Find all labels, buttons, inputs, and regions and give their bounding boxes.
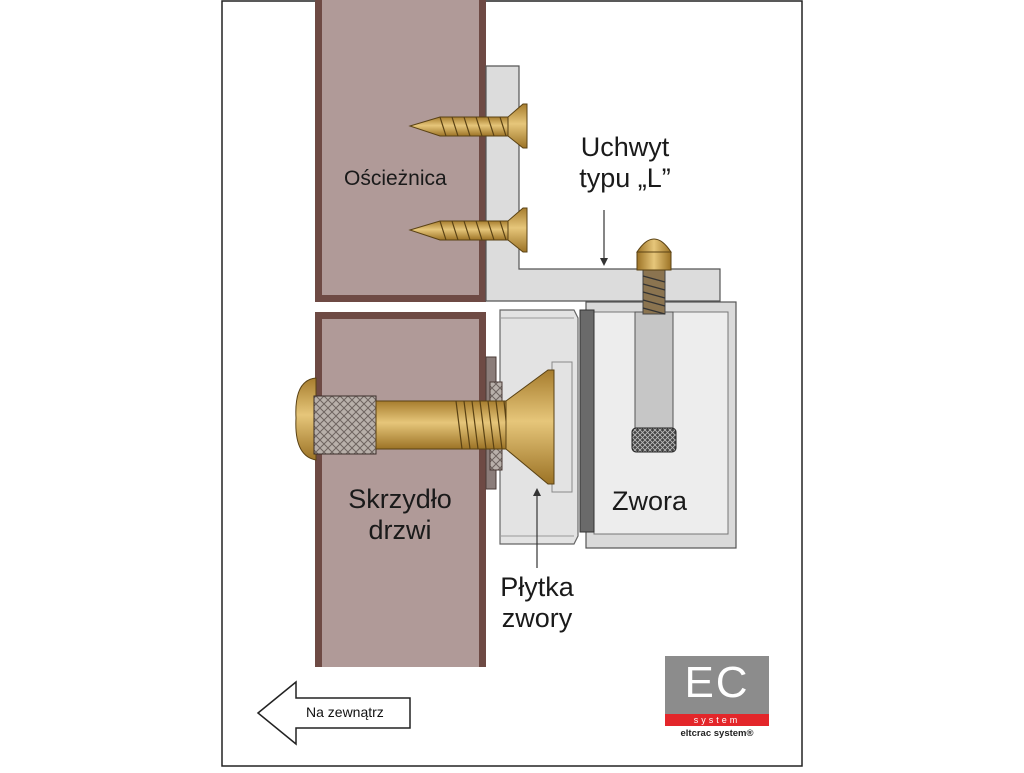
door-label-line2: drzwi: [368, 515, 432, 546]
frame-screw-bottom: [408, 207, 528, 253]
logo-mark: EC: [684, 658, 750, 707]
door-label: Skrzydło drzwi: [335, 484, 465, 546]
cap-nut-bolt: [636, 238, 672, 315]
logo-mark-box: EC: [665, 656, 769, 714]
bracket-label-line1: Uchwyt: [580, 132, 670, 162]
l-bracket: [485, 65, 721, 302]
through-bolt: [295, 356, 555, 490]
logo-company-name: eltcrac system®: [680, 728, 754, 739]
door-label-line1: Skrzydło: [348, 484, 452, 514]
plate-pointer: [533, 488, 541, 568]
frame-screw-top: [408, 103, 528, 149]
door-leaf: [315, 312, 486, 667]
frame-label: Ościeżnica: [344, 167, 447, 190]
logo-band: system: [665, 714, 769, 726]
outside-arrow: [256, 680, 411, 746]
bracket-pointer: [600, 210, 608, 266]
outside-arrow-label: Na zewnątrz: [306, 704, 384, 720]
plate-label: Płytka zwory: [482, 572, 592, 634]
bracket-label-line2: typu „L”: [579, 163, 671, 194]
plate-label-line1: Płytka: [500, 572, 574, 602]
bracket-label: Uchwyt typu „L”: [570, 132, 680, 194]
plate-label-line2: zwory: [501, 603, 573, 634]
door-frame: [315, 0, 486, 302]
armature-housing: [579, 301, 737, 549]
armature-label: Zwora: [612, 486, 688, 516]
company-logo: EC system eltcrac system®: [665, 656, 769, 739]
